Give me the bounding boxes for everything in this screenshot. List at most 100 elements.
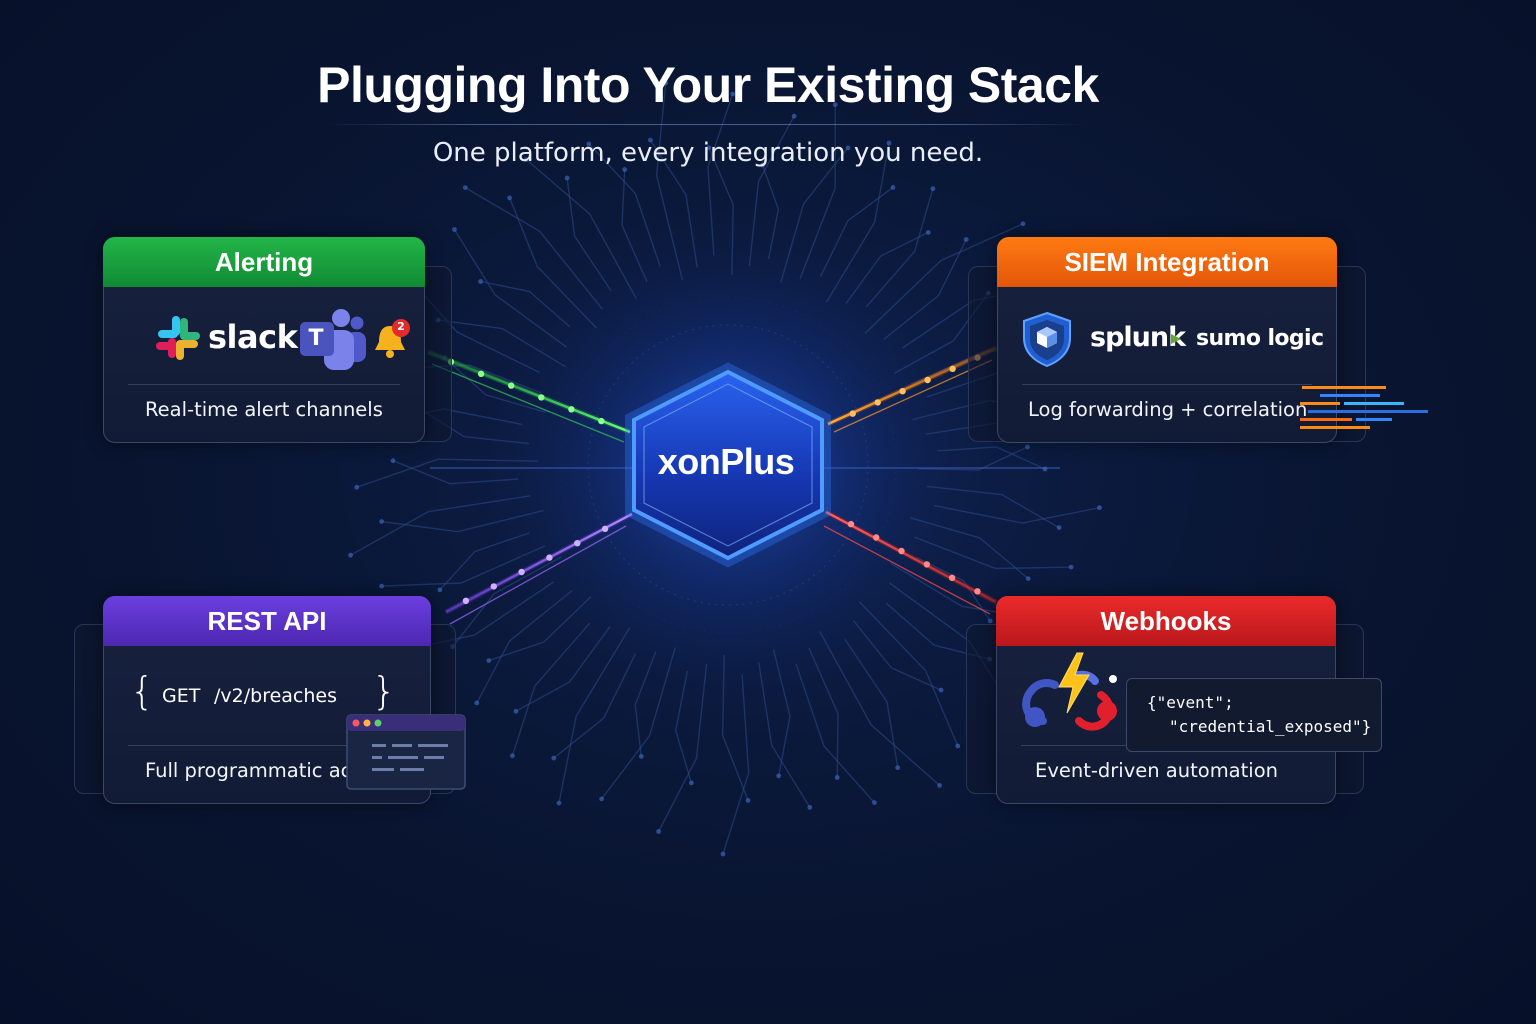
beam-pulse-dot <box>574 540 581 547</box>
rest-api-divider <box>128 745 406 746</box>
circuit-trace <box>722 674 750 855</box>
slack-logo-icon <box>156 316 200 360</box>
circuit-trace <box>748 115 795 267</box>
circuit-trace <box>883 239 967 341</box>
circuit-node <box>478 279 483 284</box>
circuit-node <box>474 700 480 706</box>
terminal-window-icon <box>346 714 466 790</box>
beam-pulse-dot <box>949 365 956 372</box>
circuit-trace <box>439 532 530 591</box>
circuit-trace <box>588 143 661 267</box>
circuit-node <box>622 167 628 172</box>
circuit-node <box>872 800 877 805</box>
circuit-trace <box>511 622 591 757</box>
circuit-node <box>807 805 813 810</box>
beam-pulse-dot <box>462 597 470 604</box>
microsoft-teams-logo-icon <box>300 309 366 370</box>
circuit-node <box>791 113 797 119</box>
api-method: GET <box>162 685 201 707</box>
circuit-trace <box>859 601 959 747</box>
circuit-node <box>510 753 515 759</box>
sumo-logic-wordmark: sumo logic <box>1196 326 1324 351</box>
circuit-trace <box>845 231 929 304</box>
alerting-card[interactable]: Alerting slack T 2 Real-time alert chann… <box>103 237 425 443</box>
open-brace-icon: { <box>130 669 155 713</box>
connector-webhooks <box>823 509 998 615</box>
circuit-trace <box>655 83 684 281</box>
beam-pulse-dot <box>898 547 905 555</box>
circuit-trace <box>558 627 631 804</box>
circuit-node <box>586 141 592 147</box>
circuit-node <box>452 227 457 232</box>
circuit-node <box>886 140 892 146</box>
circuit-node <box>963 237 969 242</box>
payload-line-event: {"event"; <box>1147 693 1234 712</box>
circuit-trace <box>916 556 991 622</box>
circuit-node <box>730 91 736 97</box>
beam-pulse-dot <box>518 568 525 576</box>
circuit-trace <box>356 458 539 488</box>
hub-hexagon <box>625 362 831 568</box>
circuit-node <box>486 658 492 663</box>
api-endpoint: /v2/breaches <box>214 685 337 707</box>
slack-wordmark: slack <box>208 318 298 356</box>
circuit-node <box>390 458 396 464</box>
circuit-node <box>1068 564 1074 570</box>
circuit-node <box>987 618 993 624</box>
circuit-trace <box>721 654 749 801</box>
circuit-trace <box>444 357 546 413</box>
circuit-node <box>656 829 661 834</box>
beam-pulse-dot <box>948 574 956 581</box>
circuit-node <box>706 145 712 151</box>
beam-pulse-dot <box>538 394 545 401</box>
circuit-node <box>1097 505 1102 511</box>
beam-pulse-dot <box>874 399 881 406</box>
circuit-node <box>638 754 644 759</box>
circuit-trace <box>852 620 942 691</box>
beam-pulse-dot <box>546 554 553 561</box>
circuit-trace <box>381 509 544 533</box>
circuit-trace <box>488 596 592 662</box>
circuit-trace <box>381 545 546 587</box>
circuit-trace <box>621 169 648 283</box>
page-subtitle: One platform, every integration you need… <box>432 138 984 168</box>
beam-pulse-dot <box>974 588 981 595</box>
circuit-trace <box>772 649 791 777</box>
circuit-node <box>462 185 468 191</box>
circuit-node <box>556 800 562 806</box>
circuit-node <box>663 80 669 86</box>
circuit-trace <box>708 147 734 276</box>
circuit-trace <box>795 663 875 804</box>
circuit-node <box>379 583 384 589</box>
circuit-node <box>348 552 353 558</box>
circuit-trace <box>634 651 657 757</box>
alerting-divider <box>128 384 400 385</box>
circuit-trace <box>864 223 1024 334</box>
circuit-node <box>834 775 840 780</box>
circuit-trace <box>914 536 1072 570</box>
teams-badge-letter: T <box>308 326 324 351</box>
circuit-node <box>890 185 896 190</box>
siem-divider <box>1022 384 1312 385</box>
circuit-trace <box>926 485 1060 529</box>
circuit-trace <box>438 319 566 368</box>
splunk-wordmark: splunk <box>1090 322 1186 353</box>
siem-card[interactable]: SIEM Integration splunk sumo logic Log f… <box>997 237 1337 443</box>
circuit-trace <box>508 197 597 329</box>
circuit-trace <box>452 556 562 648</box>
circuit-trace <box>649 139 698 268</box>
rest-api-card-title: REST API <box>103 596 431 646</box>
circuit-trace <box>657 663 708 832</box>
connector-alerting <box>427 349 631 443</box>
circuit-trace <box>758 662 811 808</box>
circuit-node <box>930 186 936 192</box>
circuit-node <box>937 783 942 788</box>
circuit-trace <box>476 589 573 704</box>
title-divider <box>328 124 1088 125</box>
circuit-trace <box>937 446 1046 470</box>
circuit-trace <box>917 446 1028 471</box>
beam-pulse-dot <box>849 410 856 417</box>
circuit-trace <box>933 504 1100 524</box>
payload-line-value: "credential_exposed"} <box>1169 717 1372 736</box>
circuit-trace <box>453 229 567 348</box>
